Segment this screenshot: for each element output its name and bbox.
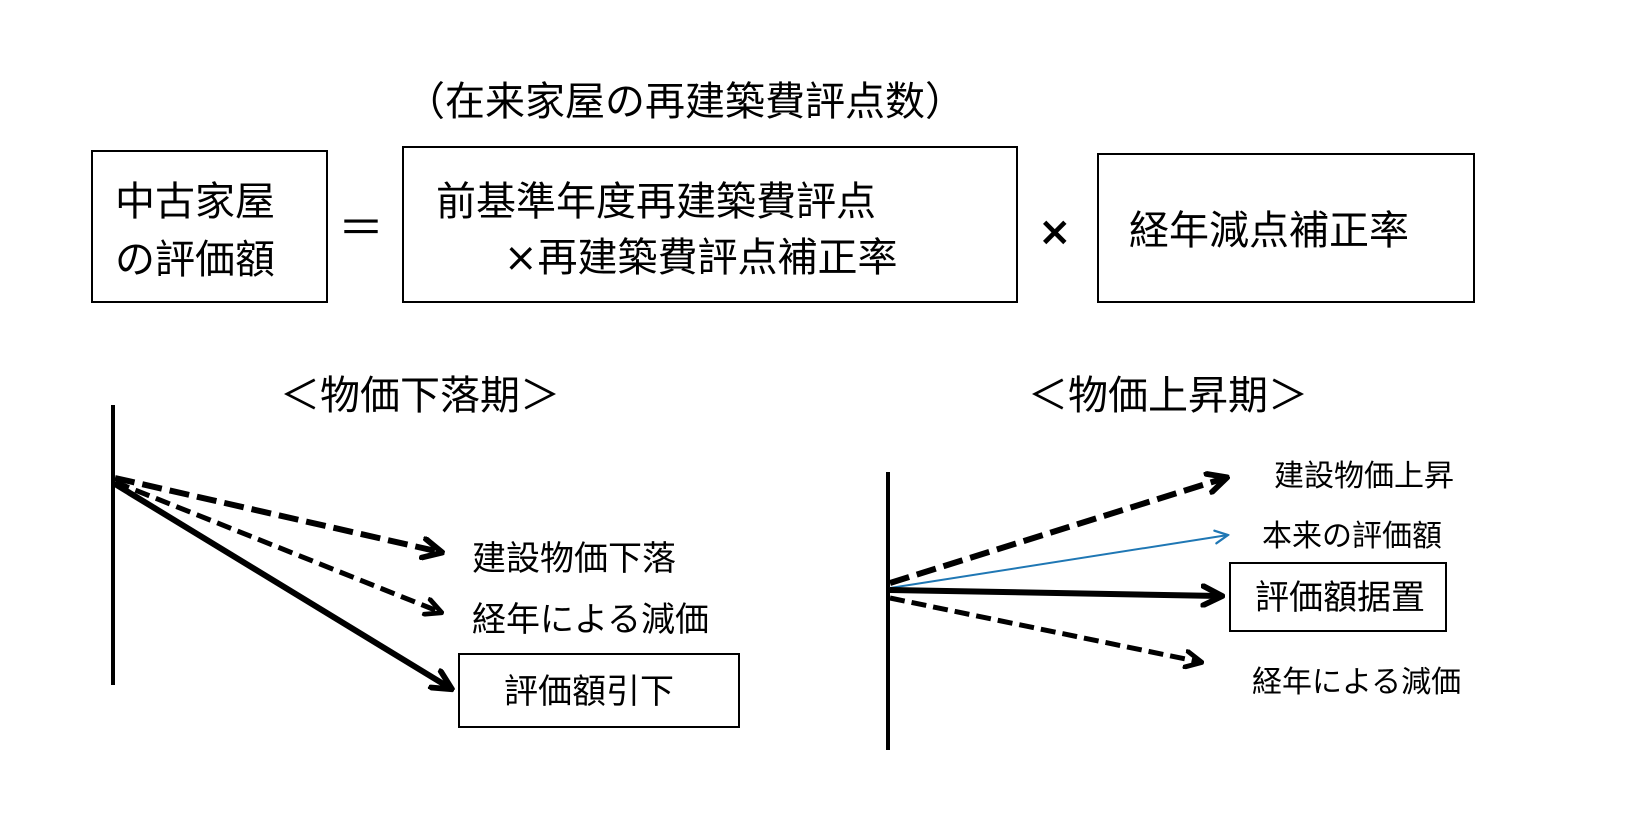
used-house-value-line1: 中古家屋 <box>115 179 275 225</box>
falling-aging-arrow <box>114 479 440 612</box>
rising-result-arrow <box>889 590 1220 596</box>
rising-result-label: 評価額据置 <box>1255 578 1425 618</box>
used-house-value-line2: の評価額 <box>115 237 275 283</box>
rising-aging-label: 経年による減価 <box>1252 665 1462 700</box>
age-depreciation-box: 経年減点補正率 <box>1097 153 1475 303</box>
rising-construction-price-label: 建設物価上昇 <box>1274 459 1454 494</box>
rising-construction-price-arrow <box>889 478 1225 586</box>
equals-sign: ＝ <box>338 201 384 255</box>
falling-period-title: ＜物価下落期＞ <box>280 373 560 419</box>
falling-aging-label: 経年による減価 <box>472 600 709 640</box>
rising-period-title: ＜物価上昇期＞ <box>1028 373 1308 419</box>
rising-result-box: 評価額据置 <box>1229 562 1447 632</box>
multiply-sign: × <box>1038 209 1072 255</box>
falling-construction-price-label: 建設物価下落 <box>472 539 676 579</box>
rebuild-cost-line1: 前基準年度再建築費評点 <box>436 179 876 225</box>
falling-result-label: 評価額引下 <box>504 672 674 712</box>
falling-result-box: 評価額引下 <box>458 653 740 728</box>
used-house-value-box: 中古家屋 の評価額 <box>91 150 328 303</box>
formula-caption: （在来家屋の再建築費評点数） <box>405 79 965 125</box>
rising-original-value-label: 本来の評価額 <box>1262 519 1442 554</box>
rising-original-value-arrow <box>889 535 1228 589</box>
falling-result-arrow <box>113 481 450 688</box>
rebuild-cost-line2: ×再建築費評点補正率 <box>504 235 898 281</box>
rebuild-cost-box: 前基準年度再建築費評点 ×再建築費評点補正率 <box>402 146 1018 303</box>
age-depreciation-text: 経年減点補正率 <box>1129 208 1409 254</box>
rising-aging-arrow <box>889 595 1200 662</box>
